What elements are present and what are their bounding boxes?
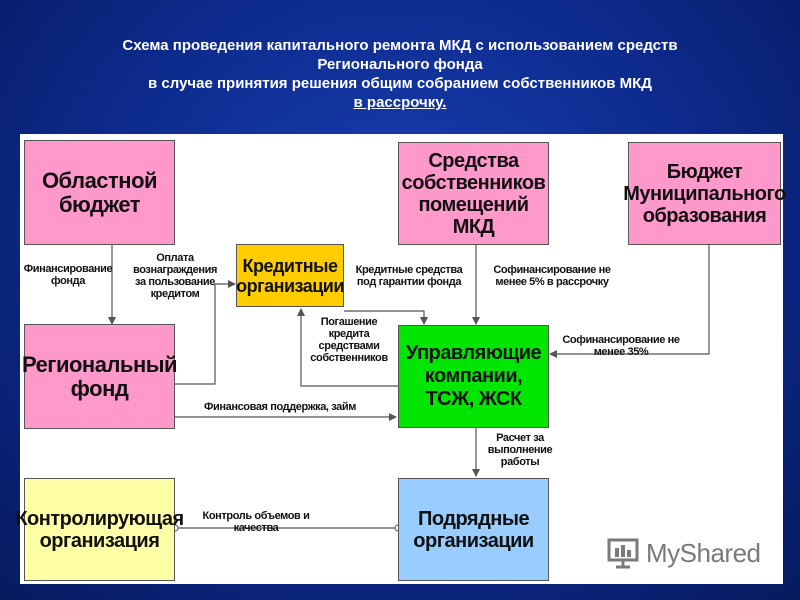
arrow-credit-funds [344, 310, 428, 325]
arrow-cofinancing-35 [549, 245, 710, 358]
presentation-board-icon [607, 538, 639, 569]
box-municipal-budget: Бюджет Муниципального образования [623, 142, 786, 245]
box-owners-funds: Средства собственников помещений МКД [398, 142, 549, 245]
box-control-org: Контролирующая организация [15, 478, 184, 581]
title-line-3: в случае принятия решения общим собрание… [148, 75, 652, 92]
label-financial-support: Финансовая поддержка, займ [204, 401, 356, 413]
label-credit-funds: Кредитные средства под гарантии фонда [355, 264, 463, 288]
label-loan-repayment: Погашение кредита средствами собственник… [310, 316, 388, 364]
arrow-loan-repayment [297, 308, 398, 387]
label-work-payment: Расчет за выполнение работы [487, 432, 553, 468]
watermark-text: MyShared [646, 537, 761, 568]
label-fund-financing: Финансирование фонда [23, 263, 113, 287]
title-line-1: Схема проведения капитального ремонта МК… [122, 37, 678, 54]
label-cofinancing-5: Софинансирование не менее 5% в рассрочку [493, 264, 611, 288]
label-cofinancing-35: Софинансирование не менее 35% [562, 334, 680, 358]
diagram-panel: Областной бюджет Средства собственников … [15, 134, 786, 584]
box-regional-budget: Областной бюджет [24, 140, 175, 245]
title-line-4: в рассрочку. [353, 94, 447, 111]
box-regional-fund: Региональный фонд [22, 324, 178, 429]
watermark: MyShared [606, 536, 761, 570]
title-line-2: Регионального фонда [317, 56, 483, 73]
label-quality-control: Контроль объемов и качества [202, 510, 310, 534]
arrow-credit-fee [175, 280, 236, 385]
box-contractors: Подрядные организации [398, 478, 549, 581]
slide-title: Схема проведения капитального ремонта МК… [40, 36, 760, 112]
box-credit-orgs: Кредитные организации [236, 244, 344, 307]
label-credit-fee: Оплата вознаграждения за пользование кре… [133, 252, 217, 300]
box-management-companies: Управляющие компании, ТСЖ, ЖСК [398, 325, 549, 428]
